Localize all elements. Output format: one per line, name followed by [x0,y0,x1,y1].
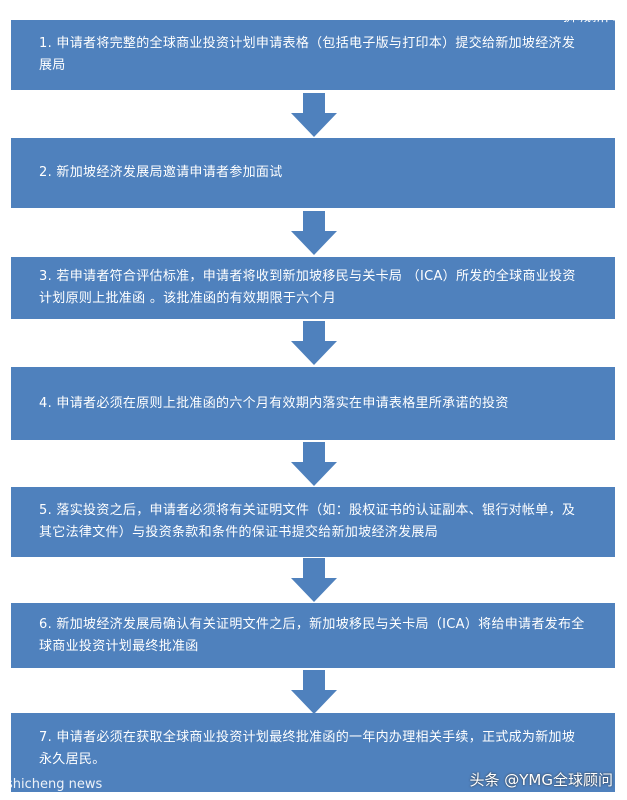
step-box-2: 2. 新加坡经济发展局邀请申请者参加面试 [11,138,615,208]
arrow-down-icon [291,93,337,137]
step-text-4: 4. 申请者必须在原则上批准函的六个月有效期内落实在申请表格里所承诺的投资 [39,395,509,411]
step-text-2: 2. 新加坡经济发展局邀请申请者参加面试 [39,165,283,180]
arrow-down-icon [291,321,337,365]
step-box-1: 1. 申请者将完整的全球商业投资计划申请表格（包括电子版与打印本）提交给新加坡经… [11,20,615,90]
watermark-bottom-left: shicheng news [6,777,103,792]
step-text-7: 7. 申请者必须在获取全球商业投资计划最终批准函的一年内办理相关手续，正式成为新… [39,730,576,767]
step-box-6: 6. 新加坡经济发展局确认有关证明文件之后，新加坡移民与关卡局（ICA）将给申请… [11,603,615,668]
arrow-down-icon [291,211,337,255]
arrow-down-icon [291,670,337,714]
step-box-5: 5. 落实投资之后，申请者必须将有关证明文件（如：股权证书的认证副本、银行对帐单… [11,487,615,557]
watermark-top-right: 狮城新闻 [563,9,619,25]
step-text-1: 1. 申请者将完整的全球商业投资计划申请表格（包括电子版与打印本）提交给新加坡经… [39,36,576,73]
step-text-5: 5. 落实投资之后，申请者必须将有关证明文件（如：股权证书的认证副本、银行对帐单… [39,503,576,540]
step-box-7: 7. 申请者必须在获取全球商业投资计划最终批准函的一年内办理相关手续，正式成为新… [11,713,615,792]
watermark-bottom-right: 头条 @YMG全球顾问 [469,771,614,789]
arrow-down-icon [291,442,337,486]
step-box-3: 3. 若申请者符合评估标准，申请者将收到新加坡移民与关卡局 （ICA）所发的全球… [11,257,615,319]
step-box-4: 4. 申请者必须在原则上批准函的六个月有效期内落实在申请表格里所承诺的投资 [11,367,615,440]
step-text-3: 3. 若申请者符合评估标准，申请者将收到新加坡移民与关卡局 （ICA）所发的全球… [39,269,576,306]
step-text-6: 6. 新加坡经济发展局确认有关证明文件之后，新加坡移民与关卡局（ICA）将给申请… [39,616,585,654]
arrow-down-icon [291,558,337,602]
